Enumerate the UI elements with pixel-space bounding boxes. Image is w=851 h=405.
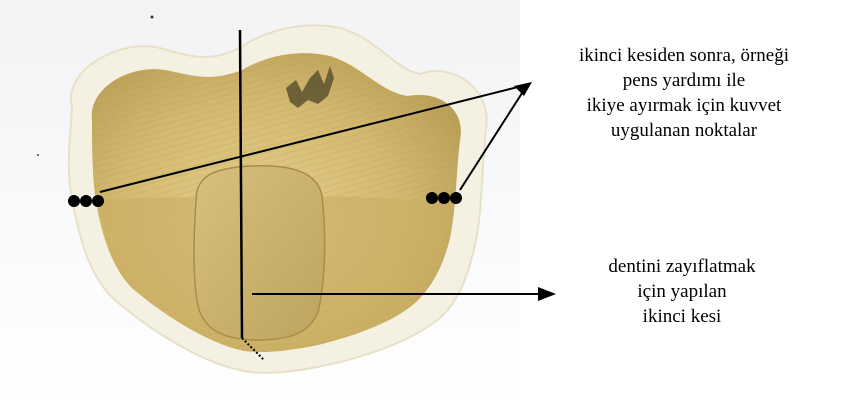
speck bbox=[151, 16, 154, 19]
speck bbox=[37, 154, 39, 156]
second-cut-label: dentini zayıflatmak için yapılan ikinci … bbox=[552, 254, 812, 329]
pulp-chamber bbox=[194, 166, 325, 340]
force-points-label-line: ikinci kesiden sonra, örneği bbox=[520, 43, 848, 68]
force-points-label: ikinci kesiden sonra, örneği pens yardım… bbox=[520, 43, 848, 143]
force-points-left bbox=[68, 195, 104, 207]
force-points-label-line: uygulanan noktalar bbox=[520, 118, 848, 143]
second-cut-label-line: için yapılan bbox=[552, 279, 812, 304]
second-cut-label-line: dentini zayıflatmak bbox=[552, 254, 812, 279]
second-cut-label-line: ikinci kesi bbox=[552, 304, 812, 329]
force-points-label-line: ikiye ayırmak için kuvvet bbox=[520, 93, 848, 118]
force-points-right bbox=[426, 192, 462, 204]
force-points-label-line: pens yardımı ile bbox=[520, 68, 848, 93]
